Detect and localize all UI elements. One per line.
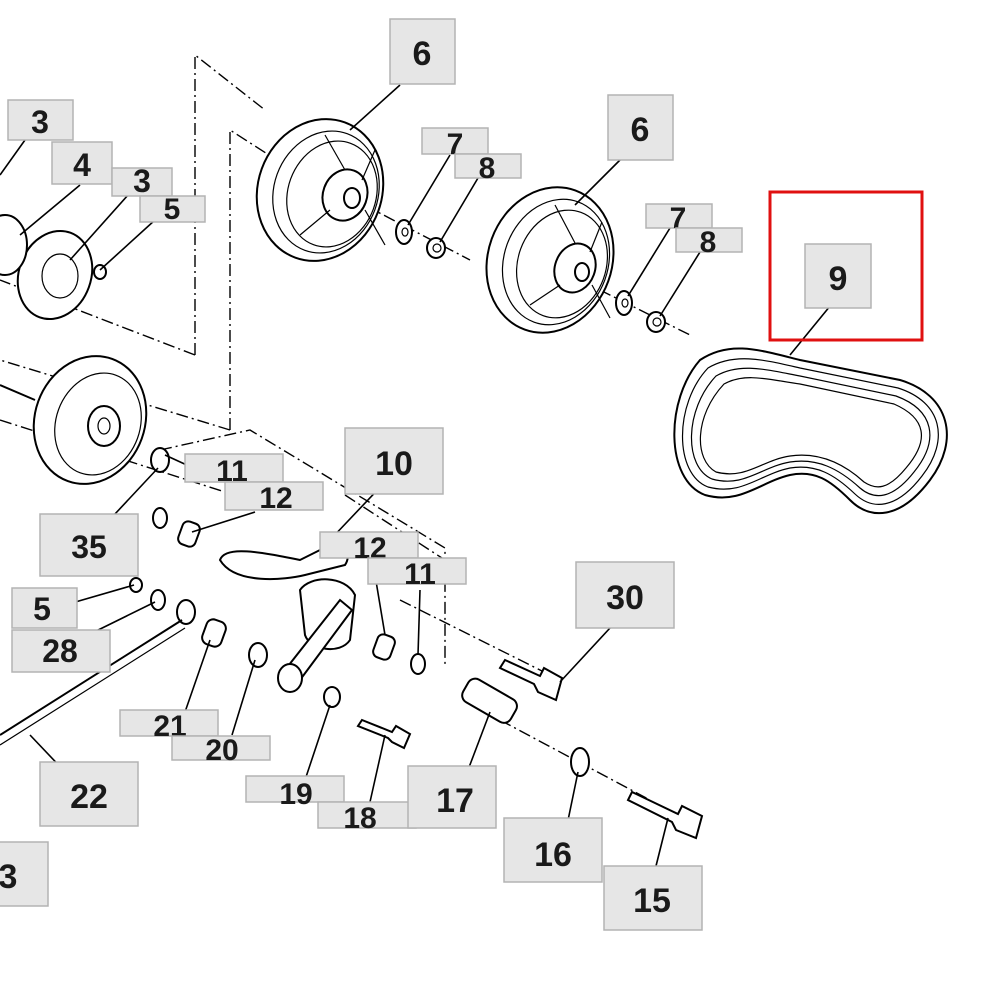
nut-8a: [426, 237, 446, 259]
callout-5b[interactable]: 5: [11, 587, 78, 629]
svg-text:30: 30: [606, 579, 644, 617]
svg-text:20: 20: [205, 734, 238, 767]
callout-30[interactable]: 30: [575, 561, 675, 629]
callout-7b[interactable]: 7: [645, 202, 713, 235]
callout-6b[interactable]: 6: [607, 94, 674, 161]
svg-text:4: 4: [73, 147, 91, 183]
pulley-6b: [485, 186, 615, 334]
idler-arm: [218, 543, 357, 693]
callout-8b[interactable]: 8: [675, 226, 743, 259]
callout-20[interactable]: 20: [171, 734, 271, 767]
callout-11b[interactable]: 11: [367, 557, 467, 591]
callout-9[interactable]: 9: [804, 243, 872, 309]
callout-22[interactable]: 22: [39, 761, 139, 827]
bolt-18: [356, 718, 412, 750]
callout-16[interactable]: 16: [503, 817, 603, 883]
svg-text:11: 11: [404, 558, 436, 591]
pulley-6a: [255, 118, 386, 262]
svg-text:9: 9: [829, 260, 848, 298]
callout-17[interactable]: 17: [407, 765, 497, 829]
callout-18[interactable]: 18: [317, 801, 417, 835]
callout-21[interactable]: 21: [119, 709, 219, 743]
svg-text:12: 12: [259, 482, 292, 515]
svg-text:8: 8: [700, 226, 717, 259]
callout-35[interactable]: 35: [39, 513, 139, 577]
svg-text:22: 22: [70, 778, 108, 816]
selected-part-highlight: [768, 190, 924, 342]
svg-text:6: 6: [631, 111, 650, 149]
svg-text:15: 15: [633, 882, 671, 920]
svg-text:5: 5: [164, 193, 181, 226]
rod-22: [0, 619, 186, 746]
svg-text:3: 3: [0, 858, 17, 896]
hardware-stack: [129, 447, 590, 777]
callout-12a[interactable]: 12: [224, 481, 324, 515]
bolt-15: [626, 790, 704, 840]
callout-7a[interactable]: 7: [421, 127, 489, 161]
svg-text:7: 7: [670, 202, 687, 235]
idler-pulley: [0, 355, 148, 485]
svg-text:7: 7: [447, 128, 464, 161]
callout-8a[interactable]: 8: [454, 152, 522, 185]
callout-6a[interactable]: 6: [389, 18, 456, 85]
svg-text:8: 8: [479, 152, 496, 185]
callout-15[interactable]: 15: [603, 865, 703, 931]
callout-19[interactable]: 19: [245, 775, 345, 811]
nut-8b: [646, 311, 666, 333]
bolt-30: [498, 658, 564, 702]
hub-assembly-left: [0, 214, 107, 321]
svg-text:17: 17: [436, 782, 474, 820]
svg-text:3: 3: [133, 163, 151, 199]
washer-7b: [615, 290, 633, 316]
callout-4[interactable]: 4: [51, 141, 113, 185]
callout-5a[interactable]: 5: [139, 193, 206, 226]
svg-text:28: 28: [42, 633, 78, 669]
svg-text:5: 5: [33, 591, 51, 627]
callout-12b[interactable]: 12: [319, 531, 419, 565]
callout-28[interactable]: 28: [11, 629, 111, 673]
callout-10[interactable]: 10: [344, 427, 444, 495]
washer-7a: [395, 219, 413, 245]
drive-belt: [673, 347, 948, 514]
svg-text:3: 3: [31, 104, 49, 140]
svg-text:35: 35: [71, 529, 107, 565]
svg-text:16: 16: [534, 836, 572, 874]
callout-3c[interactable]: 3: [0, 841, 49, 907]
svg-text:10: 10: [375, 445, 413, 483]
svg-text:6: 6: [413, 35, 432, 73]
callout-3a[interactable]: 3: [7, 99, 74, 141]
svg-text:18: 18: [343, 802, 376, 835]
svg-text:19: 19: [279, 778, 312, 811]
